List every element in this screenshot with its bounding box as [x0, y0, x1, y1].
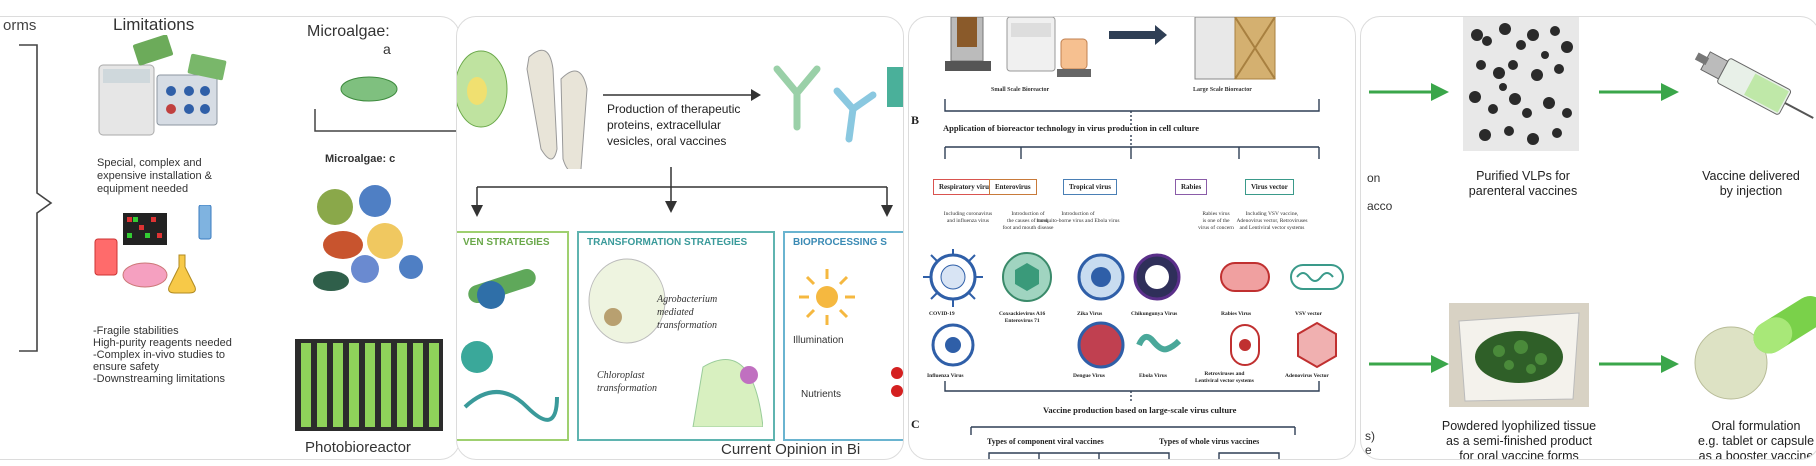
tablet-capsule-icon	[1694, 296, 1816, 400]
nutrient-dots	[891, 367, 903, 397]
flow-arrow-1	[1369, 83, 1449, 101]
illumination-label: Illumination	[793, 335, 844, 346]
forms-fragment: orms	[3, 17, 37, 34]
limitations-title: Limitations	[113, 16, 195, 34]
virus-category-box: Enterovirus	[989, 179, 1037, 195]
production-arrow	[603, 89, 761, 101]
category-tree-lines	[944, 135, 1320, 159]
virus-name-label: Influenza Virus	[927, 373, 964, 379]
limitation-equipment-text: Special, complex and expensive installat…	[97, 157, 212, 195]
text-fragment-e: e	[1365, 443, 1372, 457]
sun-icon	[799, 269, 855, 325]
algae-cells-illustration	[457, 49, 588, 169]
virus-name-label: Rabies Virus	[1221, 311, 1252, 317]
virus-name-label: Coxsackievirus A16 Enterovirus 71	[999, 311, 1046, 324]
microalgae-cell-illustration	[314, 76, 459, 132]
oral-formulation-caption: Oral formulation e.g. tablet or capsule …	[1697, 419, 1815, 460]
panel-b-label: B	[911, 113, 920, 127]
strategy-left-title: VEN STRATEGIES	[463, 237, 550, 248]
whole-virus-vaccine-types: Types of whole virus vaccines	[1159, 437, 1260, 446]
vlp-micrograph-image	[1463, 17, 1579, 151]
syringe-icon	[1694, 51, 1814, 119]
bracket-top	[944, 99, 1320, 125]
strategy-tree-lines	[471, 167, 893, 217]
flow-arrow-2	[1599, 83, 1679, 101]
component-vaccine-types: Types of component viral vaccines	[987, 437, 1104, 446]
vaccine-tree-lines	[970, 426, 1296, 459]
strategy-box-left	[457, 231, 569, 441]
dna-illustration	[461, 268, 559, 422]
virus-category-box: Virus vector	[1245, 179, 1294, 195]
virus-name-label: COVID-19	[929, 311, 955, 317]
journal-name: Current Opinion in Bi	[721, 441, 861, 458]
result-card-plant-vaccines[interactable]: on acco s) e Purified VLPs for parentera…	[1360, 16, 1816, 460]
limitation-stability-text: -Fragile stabilities High-purity reagent…	[93, 325, 232, 385]
virus-name-label: Ebola Virus	[1139, 373, 1167, 379]
reagents-illustration	[94, 205, 212, 294]
vaccine-production-title: Vaccine production based on large-scale …	[1043, 405, 1237, 415]
agrobacterium-label: Agrobacterium mediated transformation	[657, 294, 718, 331]
flow-arrow-3	[1369, 355, 1449, 373]
text-fragment-on: on	[1367, 171, 1381, 185]
result-card-algae-strategies[interactable]: Production of therapeutic proteins, extr…	[456, 16, 904, 460]
panel-c-label: C	[911, 417, 920, 431]
virus-name-label: Dengue Virus	[1073, 373, 1105, 379]
purified-vlps-caption: Purified VLPs for parenteral vaccines	[1468, 169, 1578, 198]
virus-category-description: Rabies virus is one of the virus of conc…	[1198, 211, 1234, 231]
virus-category-description: Including VSV vaccine, Adenovirus vector…	[1236, 211, 1308, 231]
microalgae-subtitle: a	[383, 41, 391, 57]
nutrients-label: Nutrients	[801, 389, 842, 400]
virus-name-label: Zika Virus	[1077, 311, 1103, 317]
brace-graphic	[19, 44, 53, 352]
virus-illustrations	[923, 249, 1344, 369]
bracket-bottom	[944, 381, 1320, 403]
large-bioreactor-label: Large Scale Bioreactor	[1193, 87, 1252, 93]
result-card-limitations[interactable]: orms Limitations Special, complex and ex…	[0, 16, 460, 460]
text-fragment-s: s)	[1365, 429, 1375, 443]
result-card-bioreactor[interactable]: Small Scale Bioreactor Large Scale Biore…	[908, 16, 1356, 460]
virus-category-description: Including coronavirus and influenza viru…	[943, 211, 993, 224]
lyophilized-tissue-photo	[1449, 303, 1589, 407]
text-fragment-acco: acco	[1367, 199, 1393, 213]
powdered-tissue-caption: Powdered lyophilized tissue as a semi-fi…	[1441, 419, 1597, 460]
chloroplast-label: Chloroplast transformation	[597, 370, 658, 394]
virus-name-label: VSV vector	[1295, 311, 1322, 317]
photobioreactor-label: Photobioreactor	[305, 439, 411, 456]
application-title: Application of bioreactor technology in …	[943, 123, 1200, 133]
virus-name-label: Adenovirus Vector	[1285, 373, 1329, 379]
microalgae-label: Microalgae: c	[325, 153, 396, 165]
photobioreactor-illustration	[295, 339, 443, 431]
transformation-illustration	[588, 258, 763, 427]
vaccine-injection-caption: Vaccine delivered by injection	[1702, 169, 1800, 198]
microalgae-title: Microalgae:	[307, 23, 390, 40]
virus-category-description: Introduction of mosquito-borne virus and…	[1036, 211, 1120, 224]
virus-name-label: Chikungunya Virus	[1131, 311, 1178, 317]
virus-category-box: Tropical virus	[1063, 179, 1117, 195]
strategy-right-title: BIOPROCESSING S	[793, 237, 887, 248]
virus-category-box: Rabies	[1175, 179, 1208, 195]
antibody-illustration	[773, 65, 903, 143]
strategy-box-middle	[577, 231, 775, 441]
bioreactor-illustration	[945, 17, 1276, 80]
lab-equipment-illustration	[98, 35, 227, 136]
virus-category-description: Introduction of the causes of hand, foot…	[1002, 211, 1054, 231]
flow-arrow-4	[1599, 355, 1679, 373]
virus-label-layer: COVID-19 Coxsackievirus A16 Enterovirus 7…	[909, 17, 1355, 459]
virus-name-label: Retroviruses and Lentiviral vector syste…	[1195, 371, 1254, 384]
strategy-box-right	[783, 231, 903, 441]
strategy-middle-title: TRANSFORMATION STRATEGIES	[587, 237, 748, 248]
algae-cluster-illustration	[313, 185, 423, 291]
small-bioreactor-label: Small Scale Bioreactor	[991, 87, 1050, 93]
production-text: Production of therapeutic proteins, extr…	[607, 102, 741, 148]
